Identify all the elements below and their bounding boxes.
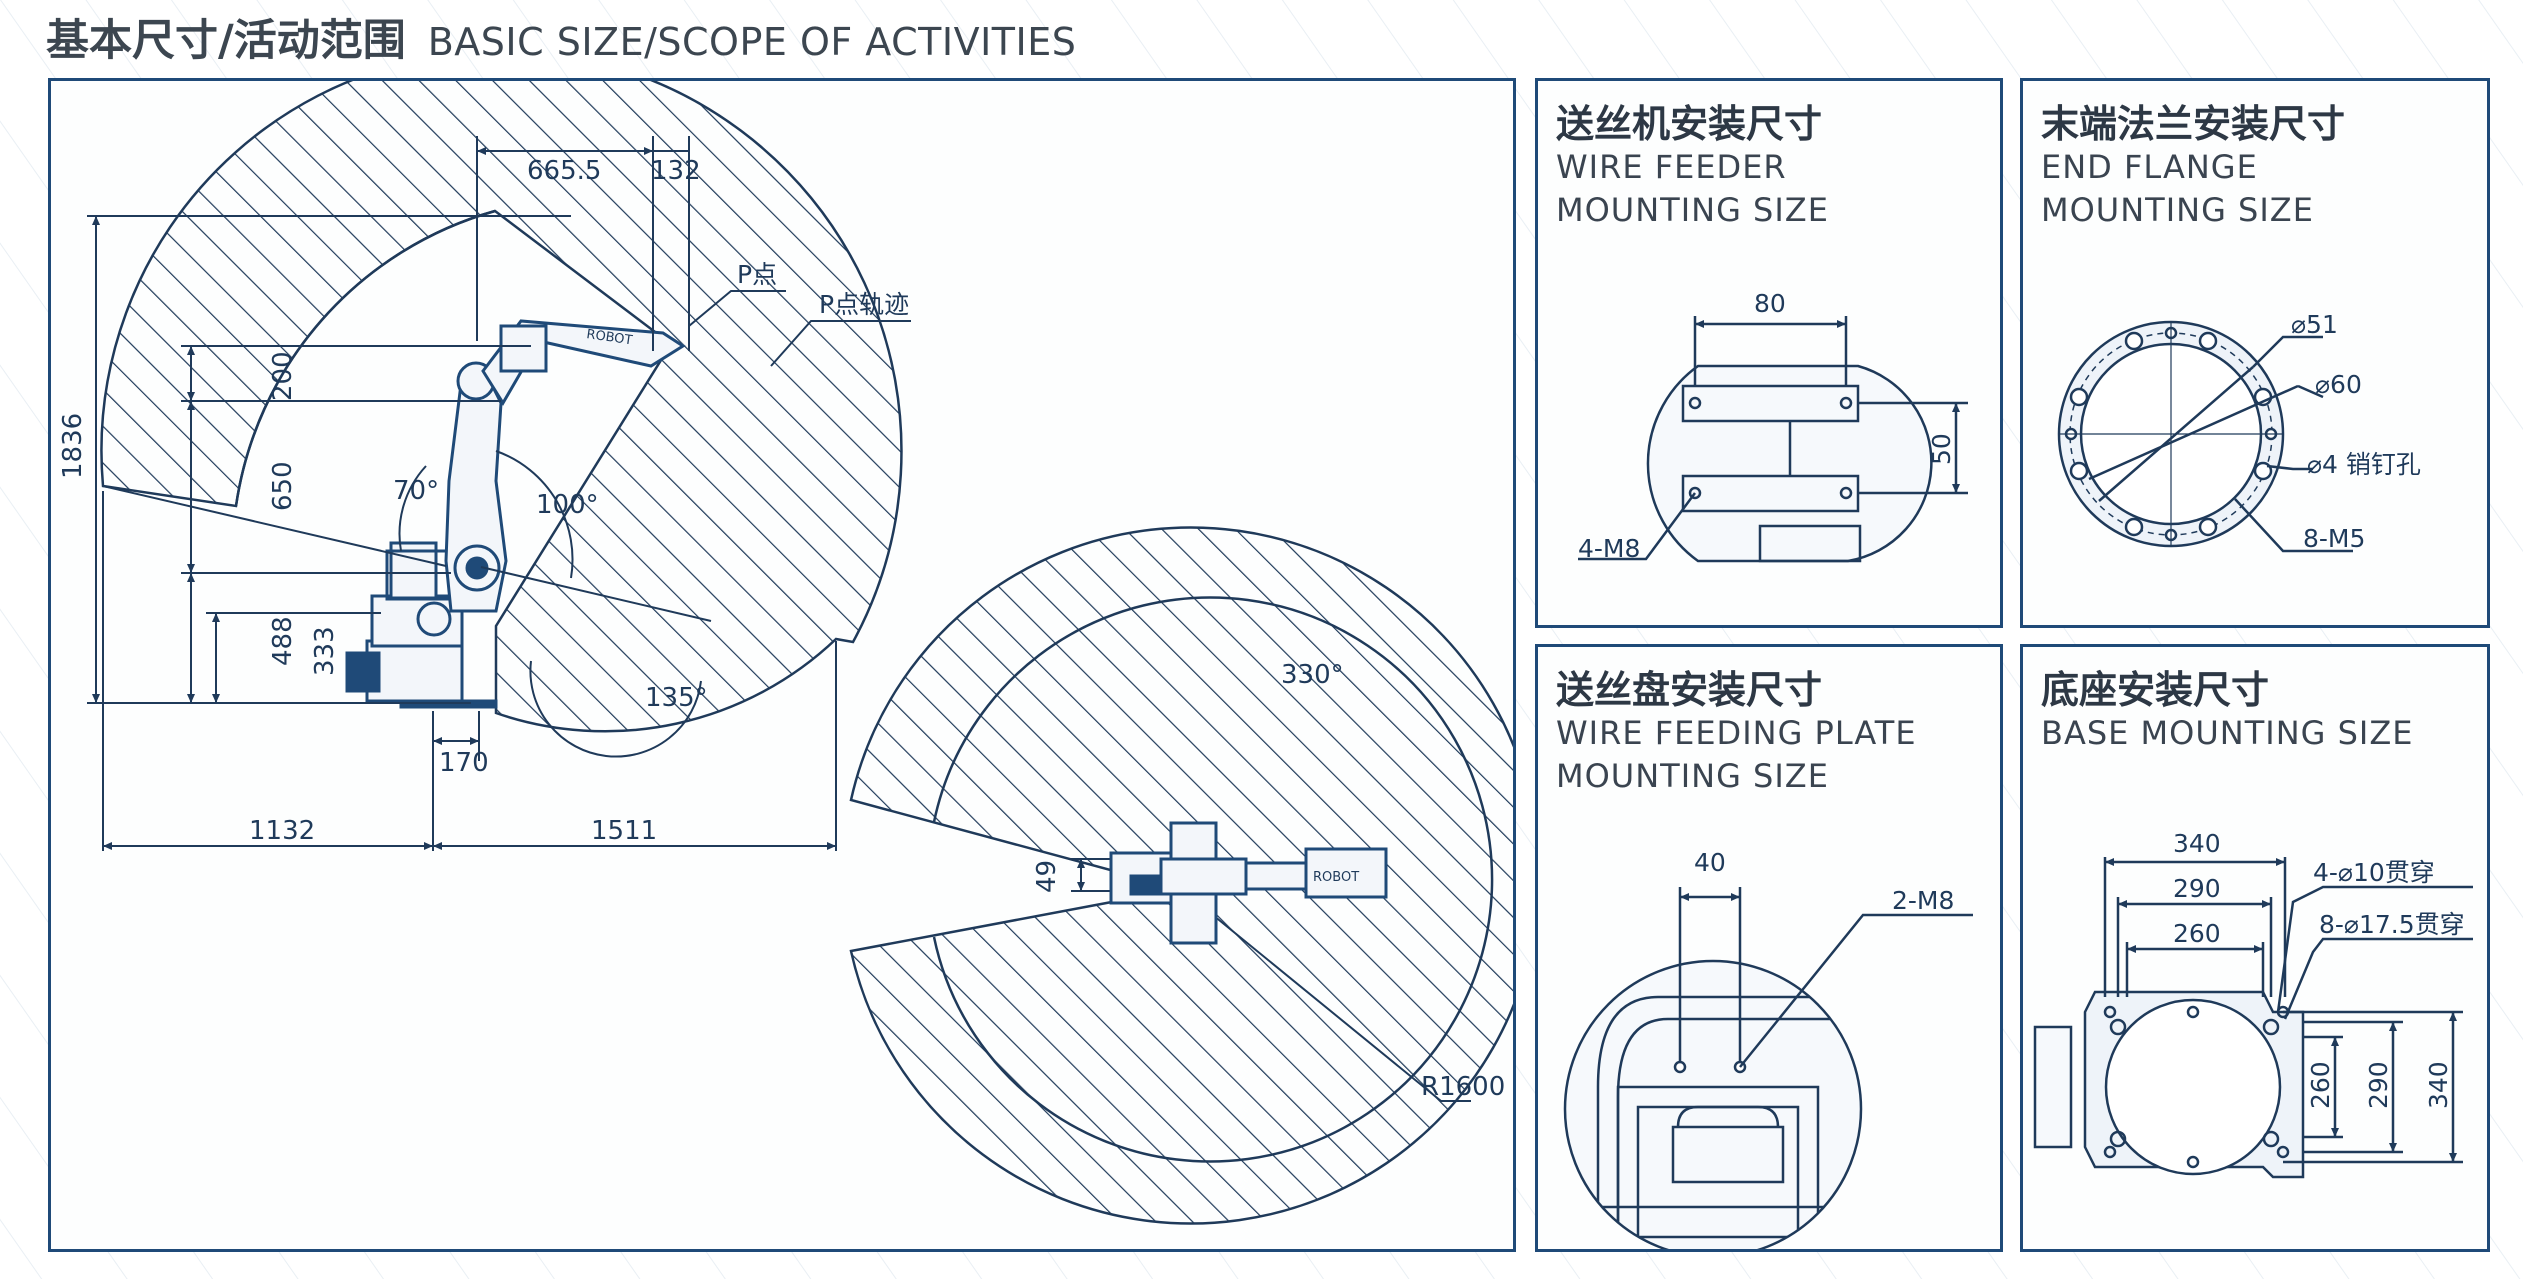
- base-dim-260-top: 260: [2173, 919, 2221, 948]
- base-title-cn: 底座安装尺寸: [2041, 668, 2270, 712]
- end-flange-title-cn: 末端法兰安装尺寸: [2041, 102, 2346, 146]
- dim-1511: 1511: [591, 816, 657, 846]
- flange-dim-60: ⌀60: [2315, 370, 2362, 399]
- base-title-en: BASE MOUNTING SIZE: [2041, 714, 2414, 752]
- wire-feeder-title-en-1: WIRE FEEDER: [1556, 148, 1787, 186]
- robot-top-view: ROBOT: [1109, 821, 1388, 945]
- angle-135: 135°: [645, 683, 708, 713]
- dim-r1600: R1600: [1421, 1072, 1505, 1102]
- wire-feeder-panel: 送丝机安装尺寸 WIRE FEEDER MOUNTING SIZE 80 50: [1535, 78, 2003, 628]
- base-hole-a: 4-⌀10贯穿: [2313, 858, 2435, 887]
- dim-132: 132: [651, 156, 701, 186]
- base-hole-b: 8-⌀17.5贯穿: [2319, 910, 2465, 939]
- dim-665: 665.5: [527, 156, 601, 186]
- wire-feeder-drawing: 80 50 4-M8: [1578, 289, 1968, 563]
- base-drawing: 340 290 260 4-⌀10贯穿 8-⌀17.5贯穿 260 290 34…: [2033, 829, 2473, 1179]
- svg-text:ROBOT: ROBOT: [1313, 870, 1359, 885]
- base-dim-340-top: 340: [2173, 829, 2221, 858]
- plate-dim-40: 40: [1694, 848, 1726, 877]
- base-dim-340-side: 340: [2424, 1061, 2453, 1109]
- dim-1132: 1132: [249, 816, 315, 846]
- dim-170: 170: [439, 748, 489, 778]
- wire-feeder-title-en-2: MOUNTING SIZE: [1556, 191, 1829, 229]
- wire-feeder-title-cn: 送丝机安装尺寸: [1556, 102, 1823, 146]
- end-flange-title-en-2: MOUNTING SIZE: [2041, 191, 2314, 229]
- angle-70: 70°: [393, 476, 439, 506]
- page-title-cn: 基本尺寸/活动范围: [46, 16, 406, 66]
- flange-dim-51: ⌀51: [2291, 310, 2338, 339]
- robot-side-view: ROBOT: [345, 319, 686, 709]
- page-title-en: BASIC SIZE/SCOPE OF ACTIVITIES: [427, 20, 1077, 64]
- range-diagram: ROBOT: [58, 81, 1513, 1225]
- label-p-point: P点: [737, 260, 777, 289]
- dim-49: 49: [1032, 860, 1062, 893]
- wire-plate-panel: 送丝盘安装尺寸 WIRE FEEDING PLATE MOUNTING SIZE: [1535, 644, 2003, 1252]
- end-flange-drawing: ⌀51 ⌀60 ⌀4 销钉孔 8-M5: [2057, 310, 2421, 553]
- feeder-dim-80: 80: [1754, 289, 1786, 318]
- base-panel: 底座安装尺寸 BASE MOUNTING SIZE: [2020, 644, 2490, 1252]
- feeder-hole-label: 4-M8: [1578, 534, 1640, 563]
- wire-plate-drawing: 40 2-M8: [1563, 848, 1973, 1249]
- dim-488: 488: [268, 616, 298, 666]
- svg-text:ROBOT: ROBOT: [585, 327, 633, 348]
- wire-plate-title-en-1: WIRE FEEDING PLATE: [1556, 714, 1917, 752]
- flange-pin-label: ⌀4 销钉孔: [2307, 450, 2421, 479]
- wire-plate-title-en-2: MOUNTING SIZE: [1556, 757, 1829, 795]
- plate-hole-label: 2-M8: [1892, 886, 1954, 915]
- end-flange-title-en-1: END FLANGE: [2041, 148, 2258, 186]
- wire-plate-title-cn: 送丝盘安装尺寸: [1556, 668, 1823, 712]
- angle-330: 330°: [1281, 660, 1344, 690]
- dim-1836: 1836: [58, 413, 88, 479]
- feeder-dim-50: 50: [1927, 433, 1956, 465]
- angle-100: 100°: [536, 490, 599, 520]
- end-flange-panel: 末端法兰安装尺寸 END FLANGE MOUNTING SIZE: [2020, 78, 2490, 628]
- main-diagram-panel: ROBOT: [48, 78, 1516, 1252]
- page-title: 基本尺寸/活动范围 BASIC SIZE/SCOPE OF ACTIVITIES: [46, 6, 1076, 76]
- base-dim-260-side: 260: [2306, 1061, 2335, 1109]
- label-p-track: P点轨迹: [819, 290, 909, 319]
- dim-200: 200: [268, 351, 298, 401]
- base-dim-290-side: 290: [2364, 1061, 2393, 1109]
- dim-333: 333: [310, 626, 340, 676]
- base-dim-290-top: 290: [2173, 874, 2221, 903]
- flange-screw-label: 8-M5: [2303, 524, 2365, 553]
- dim-650: 650: [268, 461, 298, 511]
